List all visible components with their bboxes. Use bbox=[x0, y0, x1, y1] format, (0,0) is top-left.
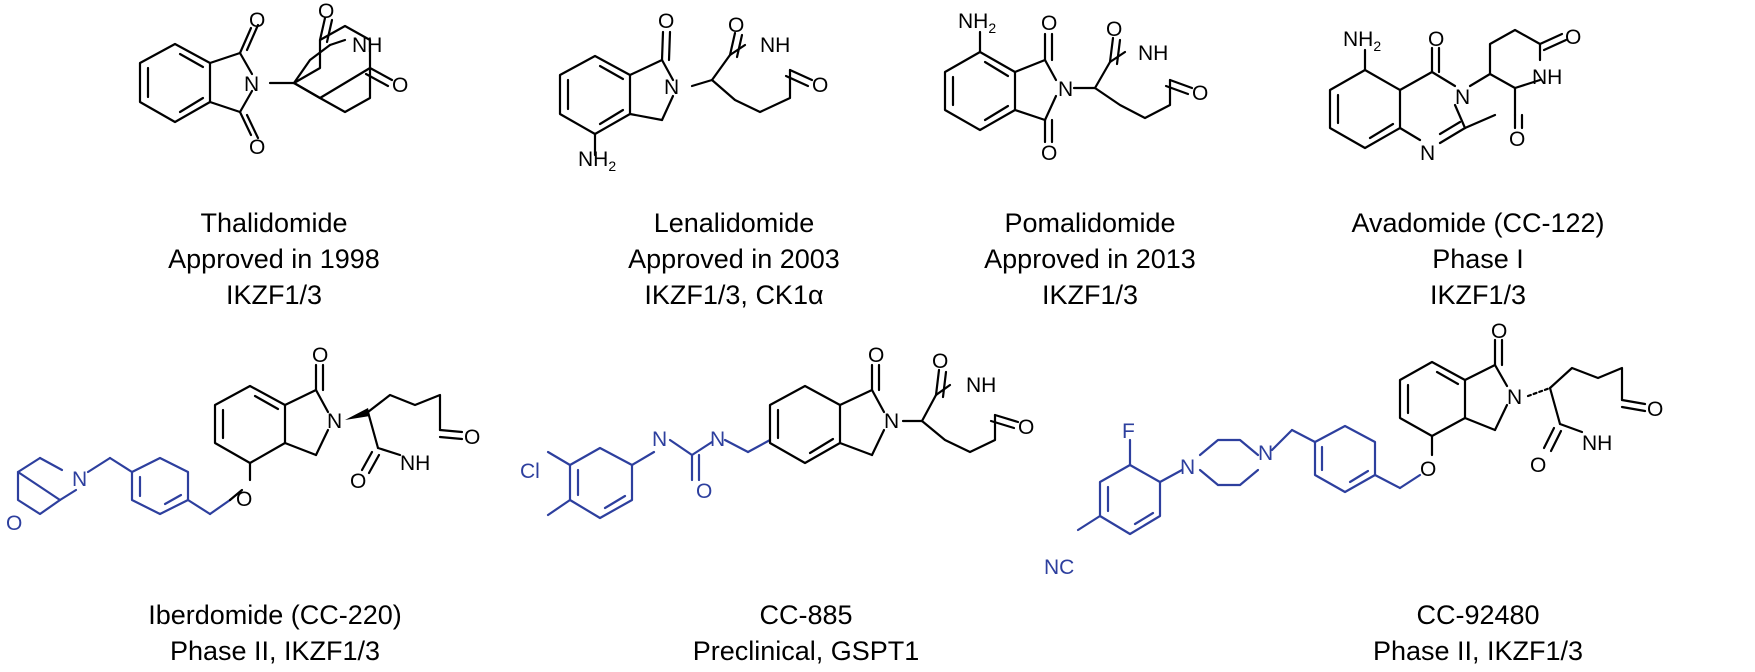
structure-lenalidomide: N O O NH O NH2 bbox=[558, 10, 828, 174]
atom-n: N bbox=[1420, 142, 1435, 165]
compound-status: Approved in 1998 bbox=[168, 244, 380, 274]
atom-o: O bbox=[1041, 12, 1057, 35]
atom-n: N bbox=[1058, 78, 1073, 101]
caption-thalidomide: Thalidomide Approved in 1998 IKZF1/3 bbox=[168, 208, 380, 310]
atom-n: N bbox=[884, 410, 899, 433]
compound-name: CC-92480 bbox=[1416, 600, 1539, 630]
caption-cc-92480: CC-92480 Phase II, IKZF1/3 bbox=[1373, 600, 1583, 666]
compound-name: Lenalidomide bbox=[654, 208, 815, 238]
caption-avadomide: Avadomide (CC-122) Phase I IKZF1/3 bbox=[1351, 208, 1604, 310]
compound-status: Phase I bbox=[1432, 244, 1524, 274]
structure-cc-885: Cl N O N O N O NH O bbox=[520, 344, 1034, 520]
compound-name: Thalidomide bbox=[200, 208, 347, 238]
atom-nh: N bbox=[652, 428, 667, 451]
atom-o: O bbox=[932, 350, 948, 373]
atom-nh: NH bbox=[966, 374, 996, 397]
atom-n: N bbox=[1455, 86, 1470, 109]
compound-status: Phase II, IKZF1/3 bbox=[1373, 636, 1583, 666]
atom-o: O bbox=[236, 488, 252, 511]
compound-status: Approved in 2003 bbox=[628, 244, 840, 274]
compound-name: Avadomide (CC-122) bbox=[1351, 208, 1604, 238]
atom-n: N bbox=[72, 468, 87, 491]
atom-o: O bbox=[1106, 18, 1122, 41]
atom-nh2: NH2 bbox=[578, 148, 616, 174]
atom-o: O bbox=[1509, 128, 1525, 151]
structure-iberdomide: O N O O N NH O O bbox=[6, 344, 480, 535]
compound-status: Approved in 2013 bbox=[984, 244, 1196, 274]
compound-targets: IKZF1/3, CK1α bbox=[644, 280, 823, 310]
structure-pomalidomide: NH2 O O N O NH O bbox=[943, 10, 1208, 165]
atom-o: O bbox=[464, 426, 480, 449]
atom-o: O bbox=[696, 480, 712, 503]
atom-o: O bbox=[1420, 458, 1436, 481]
compound-targets: IKZF1/3 bbox=[1042, 280, 1138, 310]
atom-o: O bbox=[812, 74, 828, 97]
atom-o: O bbox=[1647, 398, 1663, 421]
atom-nh2: NH2 bbox=[958, 10, 996, 36]
atom-o: O bbox=[392, 74, 408, 97]
atom-o: O bbox=[312, 344, 328, 367]
atom-o: O bbox=[249, 9, 265, 32]
atom-n: N bbox=[664, 76, 679, 99]
atom-nh: NH bbox=[760, 34, 790, 57]
compound-targets: IKZF1/3 bbox=[226, 280, 322, 310]
atom-o: O bbox=[1018, 416, 1034, 439]
atom-o: O bbox=[868, 344, 884, 367]
atom-nc: NC bbox=[1044, 556, 1074, 579]
structure-thalidomide: N O O O NH O bbox=[138, 0, 408, 159]
atom-nh: NH bbox=[1582, 432, 1612, 455]
compound-status: Preclinical, GSPT1 bbox=[693, 636, 920, 666]
atom-o: O bbox=[1491, 320, 1507, 343]
caption-iberdomide: Iberdomide (CC-220) Phase II, IKZF1/3 bbox=[148, 600, 402, 666]
compound-name: Iberdomide (CC-220) bbox=[148, 600, 402, 630]
caption-lenalidomide: Lenalidomide Approved in 2003 IKZF1/3, C… bbox=[628, 208, 840, 310]
atom-cl: Cl bbox=[520, 460, 540, 483]
atom-o: O bbox=[728, 14, 744, 37]
atom-nh: N bbox=[710, 428, 725, 451]
atom-o: O bbox=[1530, 454, 1546, 477]
atom-nh: NH bbox=[352, 34, 382, 57]
atom-nh: NH bbox=[400, 452, 430, 475]
atom-o: O bbox=[350, 470, 366, 493]
atom-o: O bbox=[318, 0, 334, 23]
atom-o: O bbox=[1041, 142, 1057, 165]
structure-cc-92480: F NC N N O O N NH O O bbox=[1044, 320, 1663, 579]
atom-nh2: NH2 bbox=[1343, 28, 1381, 54]
atom-n: N bbox=[327, 410, 342, 433]
atom-o: O bbox=[1565, 26, 1581, 49]
compound-status: Phase II, IKZF1/3 bbox=[170, 636, 380, 666]
structure-avadomide: NH2 O N N NH O O bbox=[1328, 26, 1581, 165]
atom-n: N bbox=[1180, 456, 1195, 479]
compound-name: Pomalidomide bbox=[1004, 208, 1175, 238]
atom-o: O bbox=[1192, 82, 1208, 105]
atom-o: O bbox=[249, 136, 265, 159]
caption-cc-885: CC-885 Preclinical, GSPT1 bbox=[693, 600, 920, 666]
atom-o: O bbox=[6, 512, 22, 535]
atom-nh: NH bbox=[1532, 66, 1562, 89]
atom-n: N bbox=[1258, 442, 1273, 465]
atom-f: F bbox=[1122, 420, 1135, 443]
compound-targets: IKZF1/3 bbox=[1430, 280, 1526, 310]
compound-name: CC-885 bbox=[759, 600, 852, 630]
atom-n: N bbox=[1507, 386, 1522, 409]
atom-o: O bbox=[1428, 28, 1444, 51]
atom-nh: NH bbox=[1138, 42, 1168, 65]
caption-pomalidomide: Pomalidomide Approved in 2013 IKZF1/3 bbox=[984, 208, 1196, 310]
atom-o: O bbox=[658, 10, 674, 33]
atom-n: N bbox=[244, 73, 259, 96]
